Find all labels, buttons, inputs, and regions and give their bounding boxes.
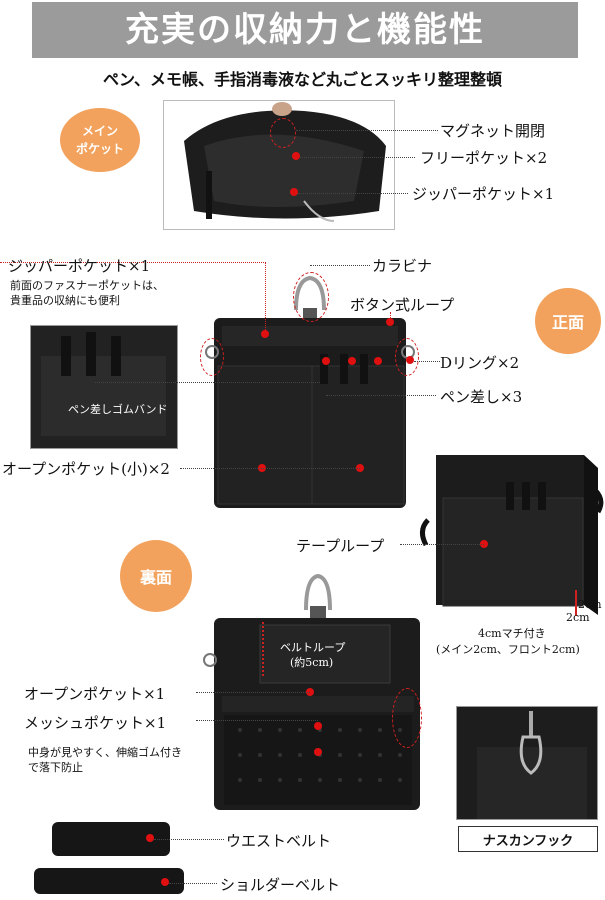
pen-band-leader — [95, 382, 320, 383]
shoulder-belt-illustration — [34, 868, 184, 894]
zipper-pocket-top-label: ジッパーポケット×1 — [412, 185, 555, 203]
d-ring-right-marker — [395, 338, 419, 376]
magnet-leader — [296, 130, 438, 131]
mesh-pocket-dot-1 — [314, 722, 322, 730]
d-ring-dot — [406, 356, 414, 364]
mesh-pocket-leader — [196, 720, 318, 721]
tape-loop-label: テープループ — [296, 537, 385, 555]
open-pocket-dot — [306, 688, 314, 696]
carabiner-label: カラビナ — [372, 257, 433, 275]
belt-loop-leader — [262, 622, 264, 676]
free-pocket-leader — [300, 157, 415, 158]
zipper-pocket-top-dot — [290, 188, 298, 196]
main-pocket-badge-line1: メイン — [81, 124, 118, 138]
belt-loop-label-1: ベルトループ — [280, 641, 346, 654]
mesh-pocket-note-1: 中身が見やすく、伸縮ゴム付き — [28, 746, 182, 759]
gusset-label-2: 2cm — [566, 611, 590, 624]
back-badge: 裏面 — [120, 540, 192, 612]
gusset-marker — [575, 590, 577, 616]
zipper-pocket-top-leader — [298, 193, 408, 194]
zipper-front-leader-v — [265, 262, 266, 334]
zipper-pocket-front-note-2: 貴重品の収納にも便利 — [10, 294, 120, 307]
pen-band-label: ペン差しゴムバンド — [68, 403, 168, 416]
shoulder-belt-leader — [169, 883, 217, 884]
mesh-pocket-label: メッシュポケット×1 — [24, 714, 167, 732]
pen-band-photo-art — [31, 326, 177, 448]
button-loop-label: ボタン式ループ — [350, 296, 455, 314]
zipper-front-leader-h — [0, 262, 266, 263]
snap-hook-photo-art — [457, 707, 597, 819]
open-pocket-small-dot-2 — [356, 464, 364, 472]
pen-holder-leader — [326, 395, 436, 396]
front-bag-illustration — [205, 275, 415, 508]
open-pocket-small-label: オープンポケット(小)×2 — [2, 460, 170, 478]
mesh-pocket-dot-2 — [314, 748, 322, 756]
side-bag-illustration — [420, 455, 604, 615]
gusset-caption-1: 4cmマチ付き — [478, 627, 546, 640]
waist-belt-dot — [146, 834, 154, 842]
snap-hook-caption-box: ナスカンフック — [458, 826, 598, 852]
shoulder-belt-dot — [161, 878, 169, 886]
pen-band-photo — [30, 325, 178, 449]
waist-belt-label: ウエストベルト — [226, 832, 332, 850]
zipper-pocket-front-label: ジッパーポケット×1 — [8, 257, 151, 275]
subtitle: ペン、メモ帳、手指消毒液など丸ごとスッキリ整理整頓 — [102, 70, 503, 89]
snap-hook-photo — [456, 706, 598, 820]
free-pocket-dot — [292, 152, 300, 160]
zipper-front-dot — [261, 330, 269, 338]
carabiner-marker — [293, 272, 329, 322]
pen-holder-label: ペン差し×3 — [440, 388, 523, 406]
back-bag-illustration — [203, 573, 420, 810]
d-ring-label: Dリング×2 — [440, 354, 520, 372]
d-ring-leader — [414, 361, 440, 362]
button-loop-leader — [390, 312, 391, 322]
open-pocket-small-leader — [180, 468, 360, 469]
main-pocket-badge-line2: ポケット — [75, 142, 124, 156]
pen-dot-1 — [322, 357, 330, 365]
carabiner-leader — [310, 265, 370, 266]
front-badge: 正面 — [535, 288, 601, 354]
zipper-pocket-front-note-1: 前面のファスナーポケットは、 — [10, 279, 164, 292]
belt-loop-label-2: (約5cm) — [290, 656, 334, 669]
pen-dot-2 — [348, 357, 356, 365]
open-pocket-label: オープンポケット×1 — [24, 685, 166, 703]
open-pocket-leader — [196, 692, 310, 693]
button-loop-dot — [386, 318, 394, 326]
free-pocket-label: フリーポケット×2 — [420, 149, 548, 167]
mesh-pocket-note-2: で落下防止 — [28, 761, 83, 774]
tape-loop-leader — [400, 544, 484, 545]
d-ring-left-marker — [200, 338, 224, 376]
gusset-label-1: 2cm — [578, 598, 602, 611]
snap-hook-label: ナスカンフック — [482, 833, 574, 849]
snap-hook-marker — [392, 688, 422, 748]
waist-belt-leader — [154, 839, 224, 840]
magnet-label: マグネット開閉 — [440, 122, 546, 140]
tape-loop-dot — [480, 540, 488, 548]
title-banner: 充実の収納力と機能性 — [32, 2, 578, 58]
main-pocket-badge: メイン ポケット — [60, 108, 140, 172]
shoulder-belt-label: ショルダーベルト — [220, 876, 341, 894]
pen-dot-3 — [374, 357, 382, 365]
magnet-marker — [270, 118, 296, 148]
gusset-caption-2: (メイン2cm、フロント2cm) — [436, 643, 580, 656]
